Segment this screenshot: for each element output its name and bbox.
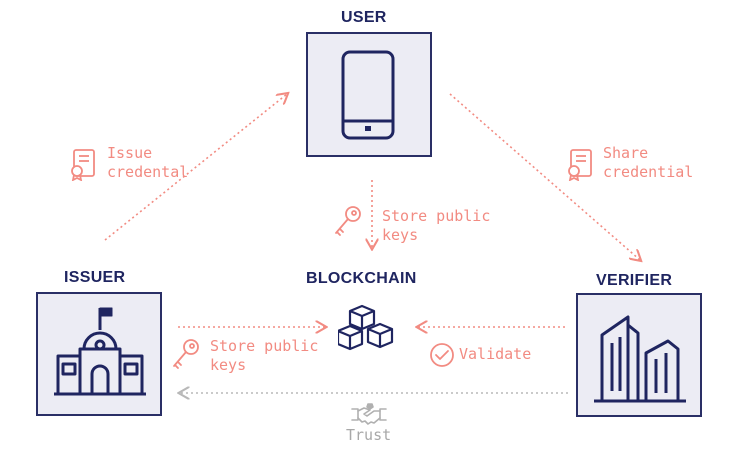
office-towers-icon bbox=[594, 315, 686, 403]
share-credential-label: Share credential bbox=[603, 144, 693, 182]
share-credential-line-1: Share bbox=[603, 144, 649, 162]
certificate-icon bbox=[71, 149, 95, 181]
verifier-box bbox=[576, 293, 702, 417]
issue-credential-label: Issue credental bbox=[107, 144, 188, 182]
certificate-icon bbox=[568, 149, 592, 181]
key-icon bbox=[173, 339, 199, 369]
issuer-store-keys-line-2: keys bbox=[210, 356, 247, 374]
validate-label: Validate bbox=[459, 345, 532, 363]
user-title: USER bbox=[341, 9, 387, 26]
user-store-keys-line-2: keys bbox=[382, 226, 419, 244]
issue-credential-line-2: credental bbox=[107, 163, 189, 181]
school-building-icon bbox=[54, 307, 146, 396]
user-box bbox=[306, 32, 432, 157]
blockchain-title: BLOCKCHAIN bbox=[306, 270, 417, 287]
tablet-icon bbox=[341, 50, 395, 140]
issuer-title: ISSUER bbox=[64, 269, 126, 286]
key-icon bbox=[335, 206, 361, 236]
user-store-keys-line-1: Store public bbox=[382, 207, 491, 225]
user-store-keys-label: Store public keys bbox=[382, 207, 490, 245]
blocks-icon bbox=[338, 304, 394, 351]
share-credential-line-2: credential bbox=[603, 163, 694, 181]
handshake-icon bbox=[351, 403, 387, 425]
issuer-store-keys-label: Store public keys bbox=[210, 337, 318, 375]
check-circle-icon bbox=[430, 343, 454, 367]
issue-credential-line-1: Issue bbox=[107, 144, 153, 162]
issuer-to-user-arrow bbox=[104, 94, 287, 241]
user-to-verifier-arrow bbox=[449, 93, 640, 260]
issuer-box bbox=[36, 292, 162, 416]
issuer-store-keys-line-1: Store public bbox=[210, 337, 319, 355]
verifier-title: VERIFIER bbox=[596, 272, 673, 289]
trust-label: Trust bbox=[346, 426, 392, 444]
